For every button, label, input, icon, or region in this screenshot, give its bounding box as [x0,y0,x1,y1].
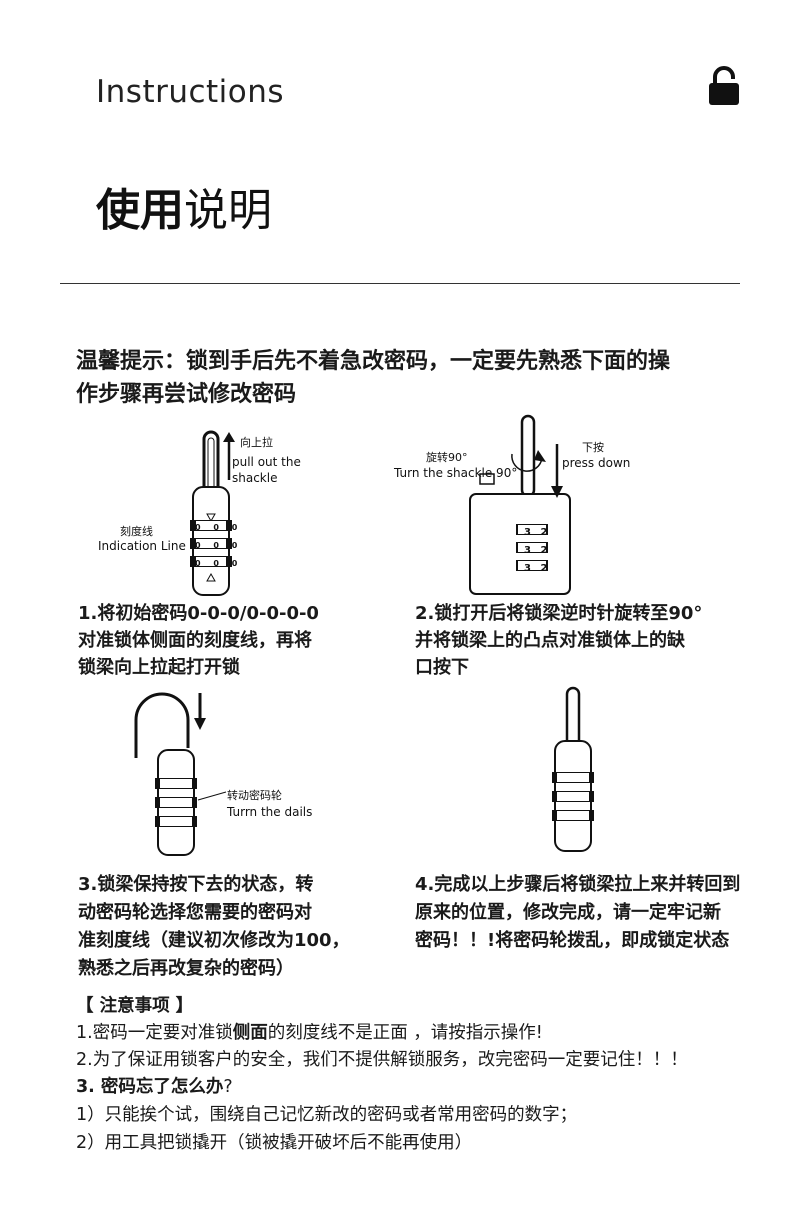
dial-digits-a: 3 2 [524,527,551,538]
step-2-line-1: 2.锁打开后将锁梁逆时针旋转至90° [415,603,703,624]
pull-label-en-2: shackle [232,471,278,485]
rotate-label-en: Turn the shackle 90° [394,466,518,480]
note-5: 2）用工具把锁撬开（锁被撬开破坏后不能再使用） [76,1133,473,1153]
step-1-line-3: 锁梁向上拉起打开锁 [78,657,240,678]
step-1-line-1: 1.将初始密码0-0-0/0-0-0-0 [78,603,319,624]
lock-diagram-3 [134,692,227,856]
pull-label-cn: 向上拉 [240,436,273,449]
indication-label-en: Indication Line [98,539,186,553]
note-1-a: 1.密码一定要对准锁 [76,1023,233,1043]
step-4-line-1: 4.完成以上步骤后将锁梁拉上来并转回到 [415,874,741,895]
lock-diagram-1 [190,430,232,596]
step-4-line-2: 原来的位置，修改完成，请一定牢记新 [415,902,721,923]
dial-digits-2: 0 0 0 [195,541,243,550]
rotate-label-cn: 旋转90° [426,451,468,464]
step-2-line-2: 并将锁梁上的凸点对准锁体上的缺 [415,630,685,651]
note-1: 1.密码一定要对准锁侧面的刻度线不是正面 ，请按指示操作! [76,1020,543,1046]
pull-label-en-1: pull out the [232,455,301,469]
dial-label-cn: 转动密码轮 [227,789,282,802]
divider [60,283,740,284]
step-3-line-1: 3.锁梁保持按下去的状态，转 [78,874,314,895]
indication-label-cn: 刻度线 [120,525,153,538]
note-3-a: 3. 密码忘了怎么办 [76,1077,224,1097]
lock-diagram-2 [469,414,571,595]
lock-diagram-4 [552,686,594,852]
step-2-line-3: 口按下 [415,657,469,678]
title-bold-part: 使用 [96,185,184,236]
lock-icon [709,66,739,105]
step-4-line-3: 密码！！!将密码轮拨乱，即成锁定状态 [415,930,730,951]
note-3: 3. 密码忘了怎么办? [76,1074,233,1100]
note-1-c: 的刻度线不是正面 ，请按指示操作! [267,1023,543,1043]
note-4: 1）只能挨个试，围绕自己记忆新改的密码或者常用密码的数字； [76,1105,578,1125]
note-1-b: 侧面 [232,1023,268,1043]
step-3-line-4: 熟悉之后再改复杂的密码） [78,958,294,979]
tip-line-2: 作步骤再尝试修改密码 [76,382,297,407]
dial-digits-3: 0 0 0 [195,559,243,568]
step-3-line-3: 准刻度线（建议初次修改为100， [78,930,350,951]
tip-line-1: 温馨提示：锁到手后先不着急改密码，一定要先熟悉下面的操 [76,349,671,374]
dial-digits-c: 3 2 [524,563,551,574]
dial-digits-b: 3 2 [524,545,551,556]
note-2: 2.为了保证用锁客户的安全，我们不提供解锁服务，改完密码一定要记住！！！ [76,1050,688,1070]
note-3-b: ? [223,1077,233,1097]
step-3-line-2: 动密码轮选择您需要的密码对 [78,902,312,923]
dial-digits-1: 0 0 0 [195,523,243,532]
title-rest-part: 说明 [184,185,272,236]
press-label-cn: 下按 [582,441,604,454]
notes-heading: 【 注意事项 】 [76,996,194,1016]
press-label-en: press down [562,456,631,470]
chinese-title: 使用说明 [96,174,272,238]
page-title: Instructions [96,74,285,110]
dial-label-en: Turrn the dails [227,805,313,819]
step-1-line-2: 对准锁体侧面的刻度线，再将 [78,630,312,651]
arrow-up-icon [223,432,235,480]
